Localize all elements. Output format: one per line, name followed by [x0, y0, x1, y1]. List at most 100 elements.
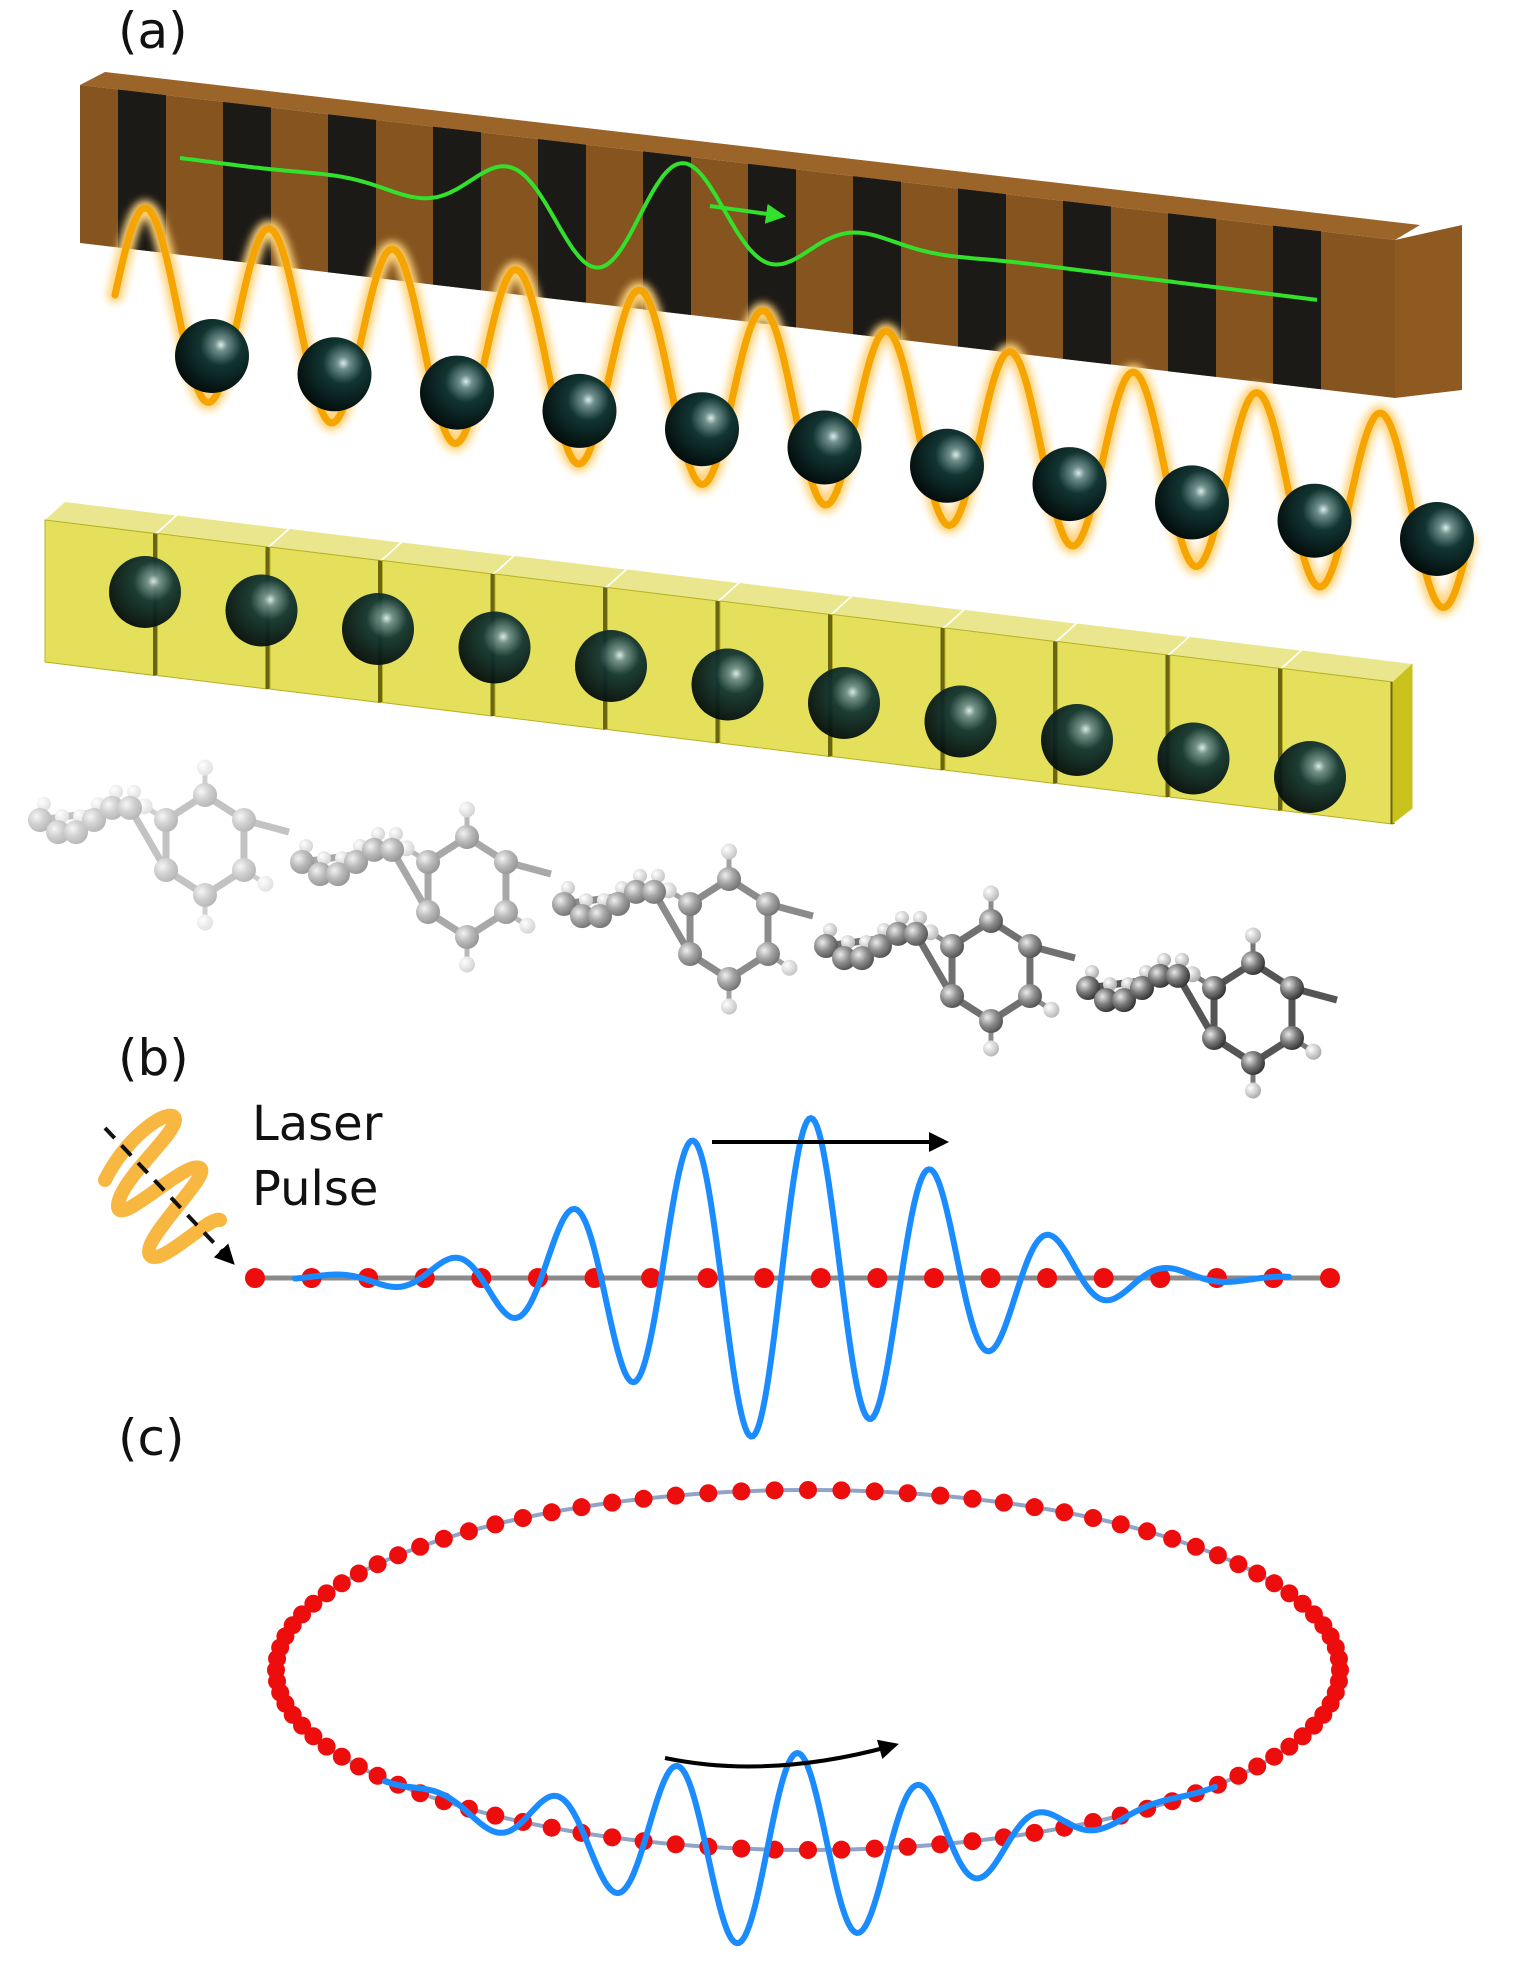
- ring-site: [1186, 1537, 1205, 1556]
- hydrogen-atom: [317, 851, 331, 866]
- monomer-unit: [1076, 927, 1338, 1099]
- ring-site: [486, 1515, 505, 1534]
- carbon-atom: [1148, 963, 1172, 988]
- hydrogen-atom: [1305, 1043, 1322, 1060]
- chain-site: [245, 1268, 265, 1288]
- ring-site: [434, 1529, 453, 1548]
- lattice-atom: [787, 410, 862, 485]
- ring-site: [732, 1482, 751, 1501]
- ring-site: [603, 1493, 622, 1512]
- carbon-atom: [416, 850, 441, 874]
- hydrogen-atom: [257, 875, 274, 892]
- ring-site: [832, 1840, 851, 1859]
- carbon-atom: [362, 837, 386, 862]
- green-wavepacket: [179, 156, 1318, 302]
- monomer-unit: [552, 843, 814, 1015]
- laser-pulse-icon: [98, 1108, 235, 1265]
- ring-site: [486, 1806, 505, 1825]
- polymer-chain: [28, 759, 1338, 1099]
- ring-site: [963, 1489, 982, 1508]
- ring-site: [898, 1484, 917, 1503]
- cube-top: [495, 556, 625, 588]
- hydrogen-atom: [459, 956, 475, 973]
- ring-site: [765, 1481, 784, 1500]
- cube-top: [945, 610, 1075, 642]
- lattice-atom: [1155, 465, 1229, 540]
- dot-atom: [225, 574, 298, 647]
- ring-site: [1055, 1503, 1074, 1522]
- chain-site: [867, 1268, 888, 1288]
- hydrogen-atom: [389, 826, 403, 841]
- dot-atom: [1041, 704, 1113, 776]
- carbon-atom: [940, 934, 965, 958]
- panel-a: (a): [28, 2, 1477, 1099]
- cube-top: [1282, 650, 1413, 682]
- chain-site: [1320, 1268, 1340, 1288]
- ring-site: [317, 1737, 336, 1756]
- ring-site: [732, 1839, 751, 1858]
- hydrogen-atom: [579, 893, 593, 908]
- hydrogen-atom: [1175, 952, 1189, 967]
- laser-label-line1: Laser: [252, 1096, 383, 1152]
- carbon-atom: [850, 946, 874, 971]
- hydrogen-atom: [913, 910, 927, 925]
- superlattice-bar: [80, 72, 1462, 398]
- dot-atom: [691, 648, 764, 721]
- lattice-atom: [297, 337, 372, 412]
- propagation-arrow-c: [664, 1739, 899, 1769]
- ring-site: [799, 1481, 817, 1499]
- ring-site: [368, 1555, 387, 1574]
- ring-site: [349, 1564, 368, 1583]
- lattice-atom: [420, 355, 494, 430]
- wavepacket-b: [292, 1114, 1292, 1440]
- carbon-atom: [755, 942, 780, 966]
- hydrogen-atom: [459, 801, 475, 818]
- cube-top: [607, 569, 738, 601]
- cube-top: [1170, 637, 1300, 669]
- carbon-atom: [1279, 976, 1304, 1000]
- hydrogen-atom: [127, 784, 141, 799]
- hydrogen-atom: [37, 797, 51, 811]
- hydrogen-atom: [823, 923, 837, 937]
- bar-stripe: [853, 176, 901, 340]
- carbon-atom: [552, 892, 576, 916]
- ring-site: [603, 1828, 622, 1847]
- ring-site: [1208, 1546, 1227, 1565]
- bar-stripe: [1273, 225, 1321, 390]
- bar-stripe: [1168, 213, 1216, 377]
- cube-top: [832, 596, 963, 628]
- panel-c-label: (c): [118, 1409, 185, 1467]
- carbon-atom: [231, 808, 256, 832]
- dot-atom: [808, 667, 880, 739]
- carbon-atom: [606, 892, 630, 916]
- dot-atom: [458, 611, 531, 684]
- laser-pulse-zigzag: [98, 1108, 227, 1264]
- monomer-unit: [290, 801, 552, 973]
- laser-arrow: [103, 1126, 235, 1265]
- carbon-atom: [1076, 976, 1100, 1000]
- wavepacket-c: [382, 1750, 1218, 1947]
- ring-site: [332, 1747, 351, 1766]
- carbon-atom: [1017, 984, 1042, 1008]
- bar-stripe: [958, 188, 1006, 353]
- ring-site: [1138, 1522, 1157, 1541]
- cube-top: [720, 583, 850, 615]
- ring-site: [1280, 1584, 1299, 1603]
- ring-site: [666, 1835, 685, 1854]
- carbon-atom: [1112, 988, 1136, 1013]
- panel-b: (b) Laser Pulse: [98, 1029, 1340, 1440]
- optical-lattice-wave: [111, 204, 1473, 612]
- carbon-atom: [1130, 976, 1154, 1000]
- ring-site: [865, 1839, 884, 1858]
- bar-stripe: [748, 163, 796, 328]
- lattice-atom: [665, 392, 739, 467]
- ring-site: [542, 1818, 561, 1837]
- ring-site: [1248, 1564, 1267, 1583]
- hydrogen-atom: [1085, 965, 1099, 979]
- ring-site: [1293, 1727, 1312, 1746]
- ring-site: [1025, 1498, 1044, 1517]
- carbon-atom: [1202, 976, 1227, 1000]
- carbon-atom: [1241, 1051, 1265, 1075]
- chain-site: [923, 1268, 944, 1288]
- ring-site: [634, 1489, 653, 1508]
